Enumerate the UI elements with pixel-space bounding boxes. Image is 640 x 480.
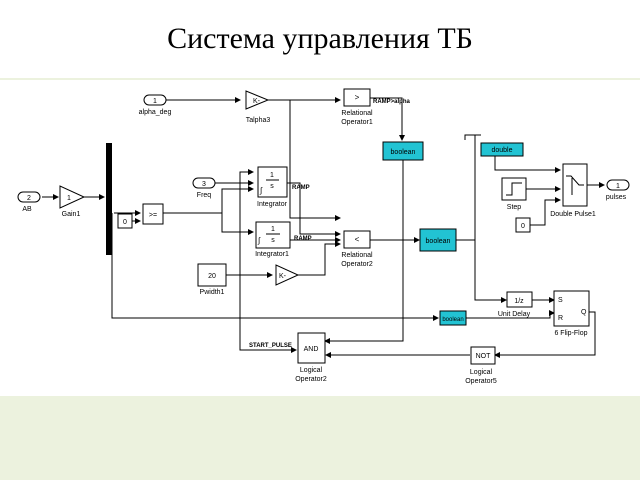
and-label: AND	[304, 346, 319, 353]
inport-number: 1	[153, 98, 157, 105]
relational-operator2-block[interactable]: < Relational Operator2	[341, 230, 373, 268]
flip-flop-name: 6 Flip-Flop	[554, 330, 587, 337]
integrator1-block[interactable]: 1 s ∫ Integrator1	[255, 221, 291, 258]
integrator-block[interactable]: 1 s ∫ Integrator	[257, 166, 288, 208]
signal-label-start-pulse: START_PULSE	[249, 343, 292, 349]
constant-value: 0	[123, 219, 127, 226]
gain-name: Gain1	[62, 211, 81, 218]
conversion-label: boolean	[391, 149, 416, 156]
constant-zero-left[interactable]: 0	[117, 213, 133, 229]
integrator-name: Integrator	[257, 201, 288, 208]
compare-ge-block[interactable]: >=	[142, 203, 164, 225]
logical-not-block[interactable]: NOT Logical Operator5	[465, 346, 497, 385]
outport-pulses[interactable]: 1 pulses	[606, 179, 630, 201]
inport-name: alpha_deg	[139, 109, 172, 116]
step-name: Step	[507, 204, 522, 211]
relop-name-line1: Relational	[341, 252, 373, 259]
gain-middle-block[interactable]: K-	[275, 264, 300, 286]
flip-flop-s: S	[558, 297, 563, 304]
slide-title: Система управления ТБ	[167, 22, 473, 55]
step-block[interactable]: Step	[501, 177, 527, 211]
integrator-num: 1	[270, 172, 274, 179]
signal-label-ramp-2: RAMP	[294, 236, 312, 242]
inport-number: 3	[202, 181, 206, 188]
compare-symbol: >=	[149, 212, 157, 219]
unit-delay-name: Unit Delay	[498, 311, 531, 318]
signal-lines	[42, 97, 605, 358]
gain1-block[interactable]: 1 Gain1	[59, 185, 86, 218]
gain-label: K-	[279, 273, 287, 280]
relop-name-line1: Relational	[341, 110, 373, 117]
constant-pwidth1[interactable]: 20 Pwidth1	[197, 263, 227, 296]
not-name-line1: Logical	[470, 369, 493, 376]
inport-name: AB	[22, 206, 32, 213]
flip-flop-q: Q	[581, 309, 587, 316]
relop-name-line2: Operator1	[341, 119, 373, 126]
inport-alpha-deg[interactable]: 1 alpha_deg	[139, 94, 172, 116]
constant-value: 0	[521, 223, 525, 230]
relop-symbol: <	[355, 235, 360, 244]
conversion-label: boolean	[442, 317, 463, 323]
gain-talpha3-block[interactable]: K- Talpha3	[245, 90, 271, 124]
relop-name-line2: Operator2	[341, 261, 373, 268]
gain-name: Talpha3	[246, 117, 271, 124]
and-name-line1: Logical	[300, 367, 323, 374]
integrator-name: Integrator1	[255, 251, 289, 258]
unit-delay-block[interactable]: 1/z Unit Delay	[498, 291, 533, 318]
svg-text:∫: ∫	[257, 236, 261, 245]
signal-label-ramp-alpha: RAMP>alpha	[373, 99, 411, 105]
integrator-num: 1	[271, 226, 275, 233]
gain-label: 1	[67, 195, 71, 202]
signal-label-ramp-1: RAMP	[292, 185, 310, 191]
inport-number: 2	[27, 195, 31, 202]
data-type-conversion-boolean-3[interactable]: boolean	[439, 310, 467, 326]
integrator-den: s	[271, 237, 275, 244]
integrator-den: s	[270, 183, 274, 190]
gain-label: K-	[253, 98, 261, 105]
not-label: NOT	[476, 353, 492, 360]
data-type-conversion-boolean-1[interactable]: boolean	[382, 141, 424, 161]
flip-flop-block[interactable]: S R Q 6 Flip-Flop	[553, 290, 590, 337]
conversion-label: double	[491, 147, 512, 154]
double-pulse-switch-block[interactable]: Double Pulse1	[550, 163, 596, 218]
outport-name: pulses	[606, 194, 627, 201]
double-pulse-name: Double Pulse1	[550, 211, 596, 218]
and-name-line2: Operator2	[295, 376, 327, 383]
inport-freq[interactable]: 3 Freq	[192, 177, 216, 199]
unit-delay-label: 1/z	[514, 298, 524, 305]
data-type-conversion-boolean-2[interactable]: boolean	[419, 228, 457, 252]
data-type-conversion-double[interactable]: double	[480, 142, 524, 157]
relational-operator1-block[interactable]: > Relational Operator1	[341, 88, 373, 126]
inport-name: Freq	[197, 192, 212, 199]
inport-ab[interactable]: 2 AB	[17, 191, 41, 213]
constant-zero-right[interactable]: 0	[515, 217, 531, 233]
constant-value: 20	[208, 273, 216, 280]
relop-symbol: >	[355, 93, 360, 102]
constant-name: Pwidth1	[200, 289, 225, 296]
svg-text:∫: ∫	[259, 186, 263, 195]
conversion-label: boolean	[426, 238, 451, 245]
demux-bar[interactable]	[106, 143, 112, 255]
logical-and-block[interactable]: AND Logical Operator2	[295, 332, 327, 383]
not-name-line2: Operator5	[465, 378, 497, 385]
flip-flop-r: R	[558, 315, 563, 322]
outport-number: 1	[616, 183, 620, 190]
